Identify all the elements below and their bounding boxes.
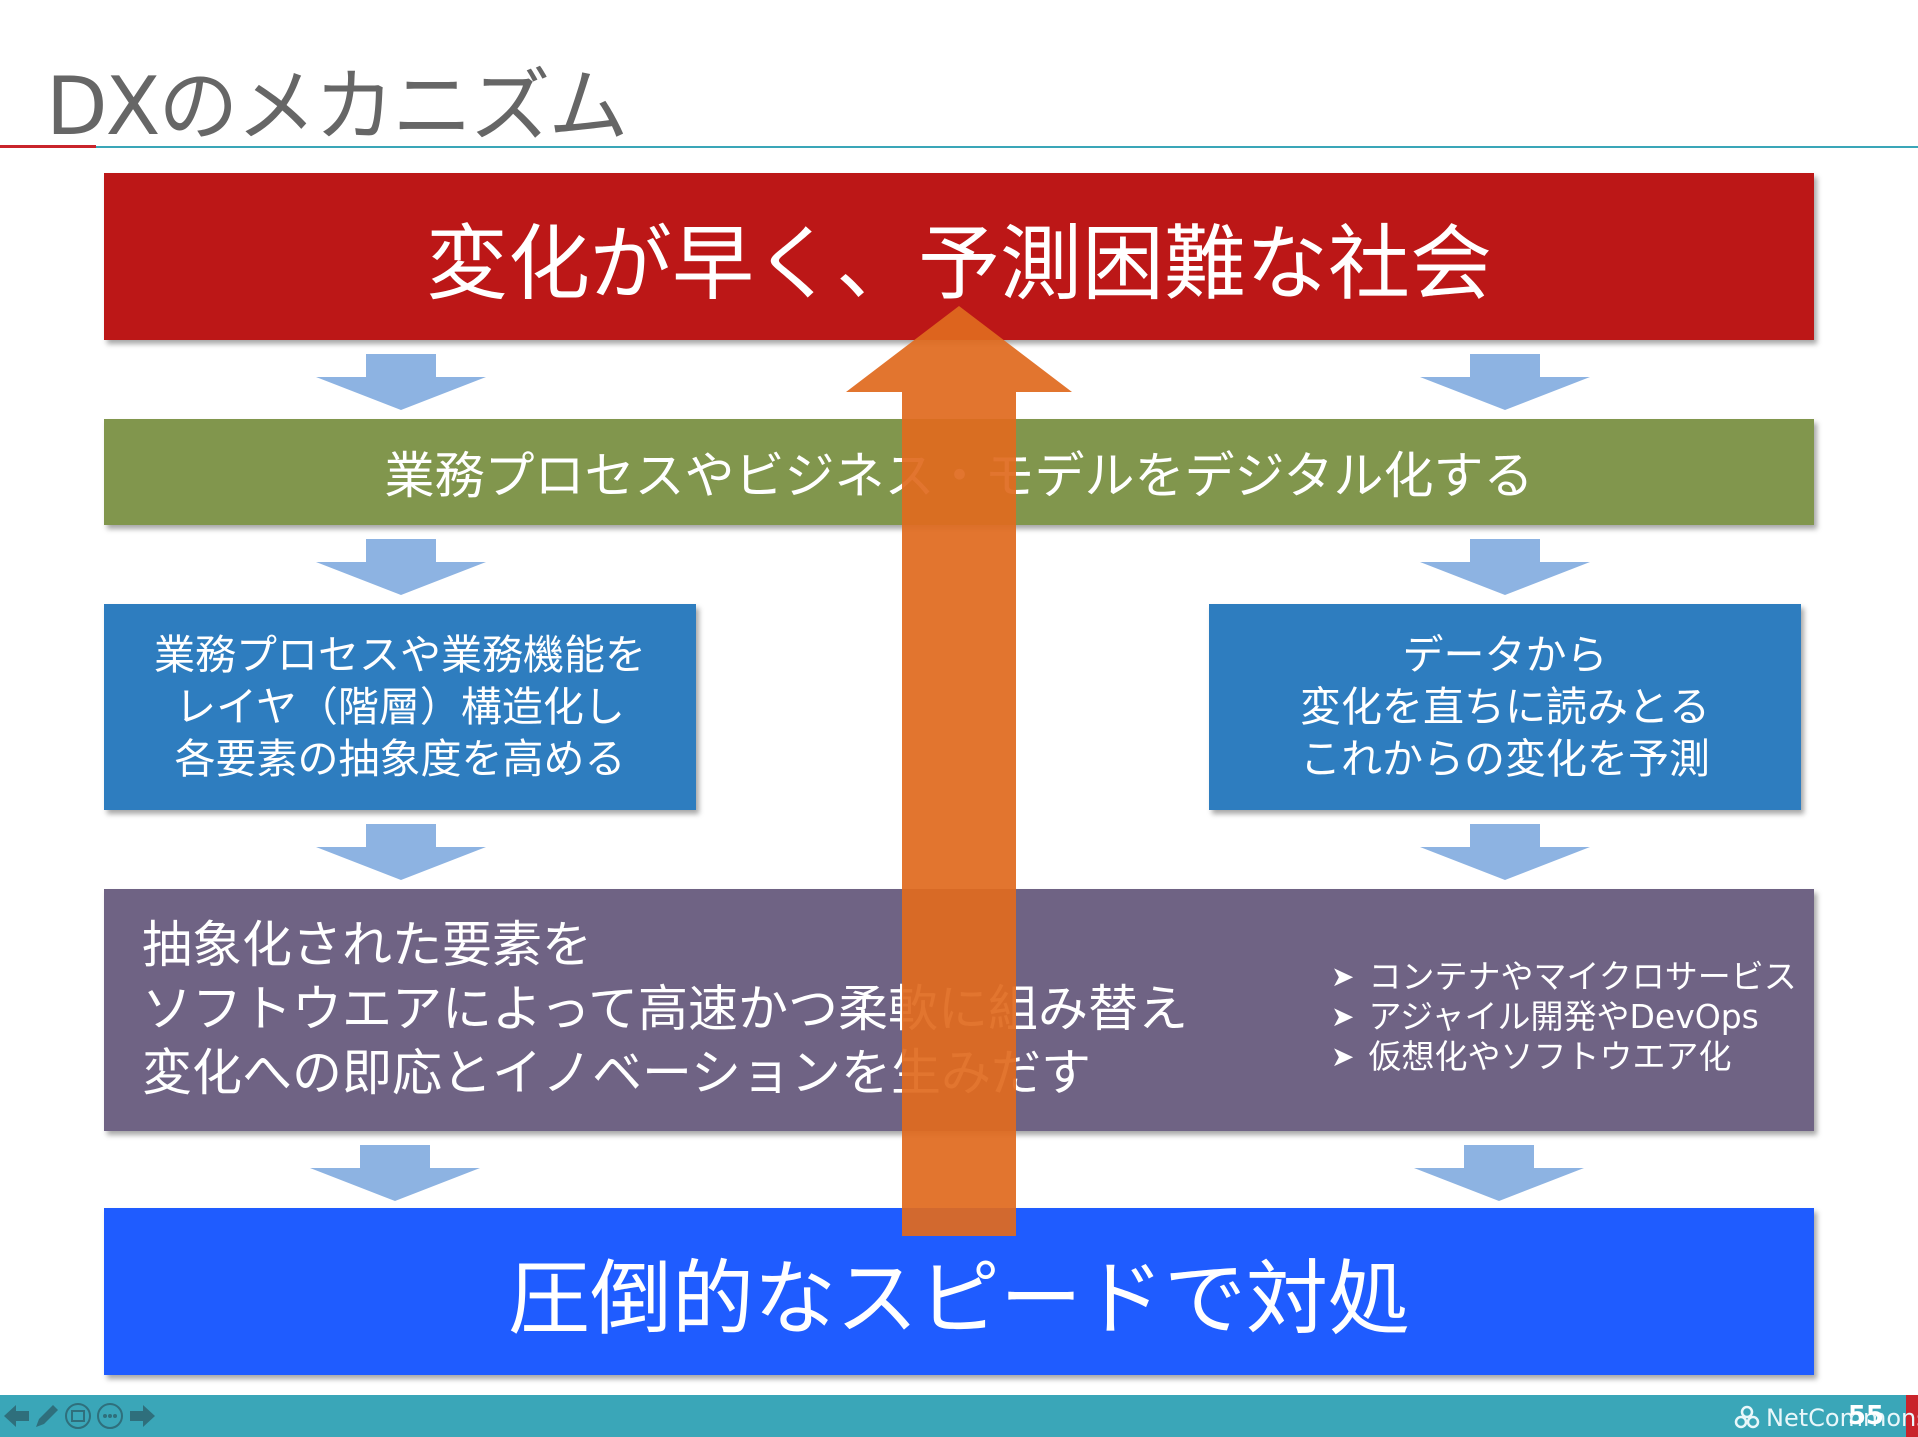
- bullet-text: 仮想化やソフトウエア化: [1368, 1037, 1732, 1076]
- bullet-arrow-icon: ➤: [1331, 1040, 1355, 1073]
- title-underline-accent: [0, 145, 96, 148]
- bullet-text: アジャイル開発やDevOps: [1368, 997, 1759, 1036]
- arrow-right-icon[interactable]: [127, 1401, 157, 1431]
- pen-icon[interactable]: [32, 1401, 62, 1431]
- software-line: 抽象化された要素を: [142, 916, 592, 974]
- bullet-item: ➤ 仮想化やソフトウエア化: [1331, 1037, 1797, 1077]
- layer-structure-text: 業務プロセスや業務機能を レイヤ（階層）構造化し 各要素の抽象度を高める: [154, 631, 646, 783]
- down-arrow-right-1: [1420, 354, 1590, 410]
- footer-accent: [1906, 1395, 1918, 1437]
- bullet-text: コンテナやマイクロサービス: [1368, 957, 1797, 996]
- logo-text: NetCommons: [1766, 1404, 1918, 1432]
- page-number: 55: [1847, 1401, 1884, 1431]
- down-arrow-left-4: [310, 1145, 480, 1201]
- down-arrow-right-4: [1414, 1145, 1584, 1201]
- down-arrow-left-2: [316, 539, 486, 595]
- technology-bullets: ➤ コンテナやマイクロサービス ➤ アジャイル開発やDevOps ➤ 仮想化やソフトウ…: [1331, 957, 1797, 1077]
- down-arrow-right-2: [1420, 539, 1590, 595]
- down-arrow-left-3: [316, 824, 486, 880]
- netcommons-logo-icon: [1734, 1405, 1760, 1429]
- society-box-text: 変化が早く、予測困難な社会: [425, 217, 1492, 312]
- bullet-arrow-icon: ➤: [1331, 960, 1355, 993]
- slide-title: DXのメカニズム: [46, 60, 628, 153]
- layer-structure-box: 業務プロセスや業務機能を レイヤ（階層）構造化し 各要素の抽象度を高める: [104, 604, 696, 810]
- down-arrow-right-3: [1420, 824, 1590, 880]
- up-arrow: [846, 306, 1072, 1236]
- speed-response-text: 圧倒的なスピードで対処: [507, 1252, 1410, 1347]
- data-insight-box: データから 変化を直ちに読みとる これからの変化を予測: [1209, 604, 1801, 810]
- bullet-arrow-icon: ➤: [1331, 1000, 1355, 1033]
- bullet-item: ➤ コンテナやマイクロサービス: [1331, 957, 1797, 997]
- down-arrow-left-1: [316, 354, 486, 410]
- data-insight-text: データから 変化を直ちに読みとる これからの変化を予測: [1300, 631, 1710, 783]
- netcommons-logo: NetCommons: [1734, 1404, 1918, 1432]
- arrow-left-icon[interactable]: [2, 1401, 32, 1431]
- more-icon[interactable]: [95, 1401, 125, 1431]
- bullet-item: ➤ アジャイル開発やDevOps: [1331, 997, 1797, 1037]
- title-underline: [96, 146, 1918, 148]
- footer-bar: [0, 1395, 1918, 1437]
- slides-icon[interactable]: [63, 1401, 93, 1431]
